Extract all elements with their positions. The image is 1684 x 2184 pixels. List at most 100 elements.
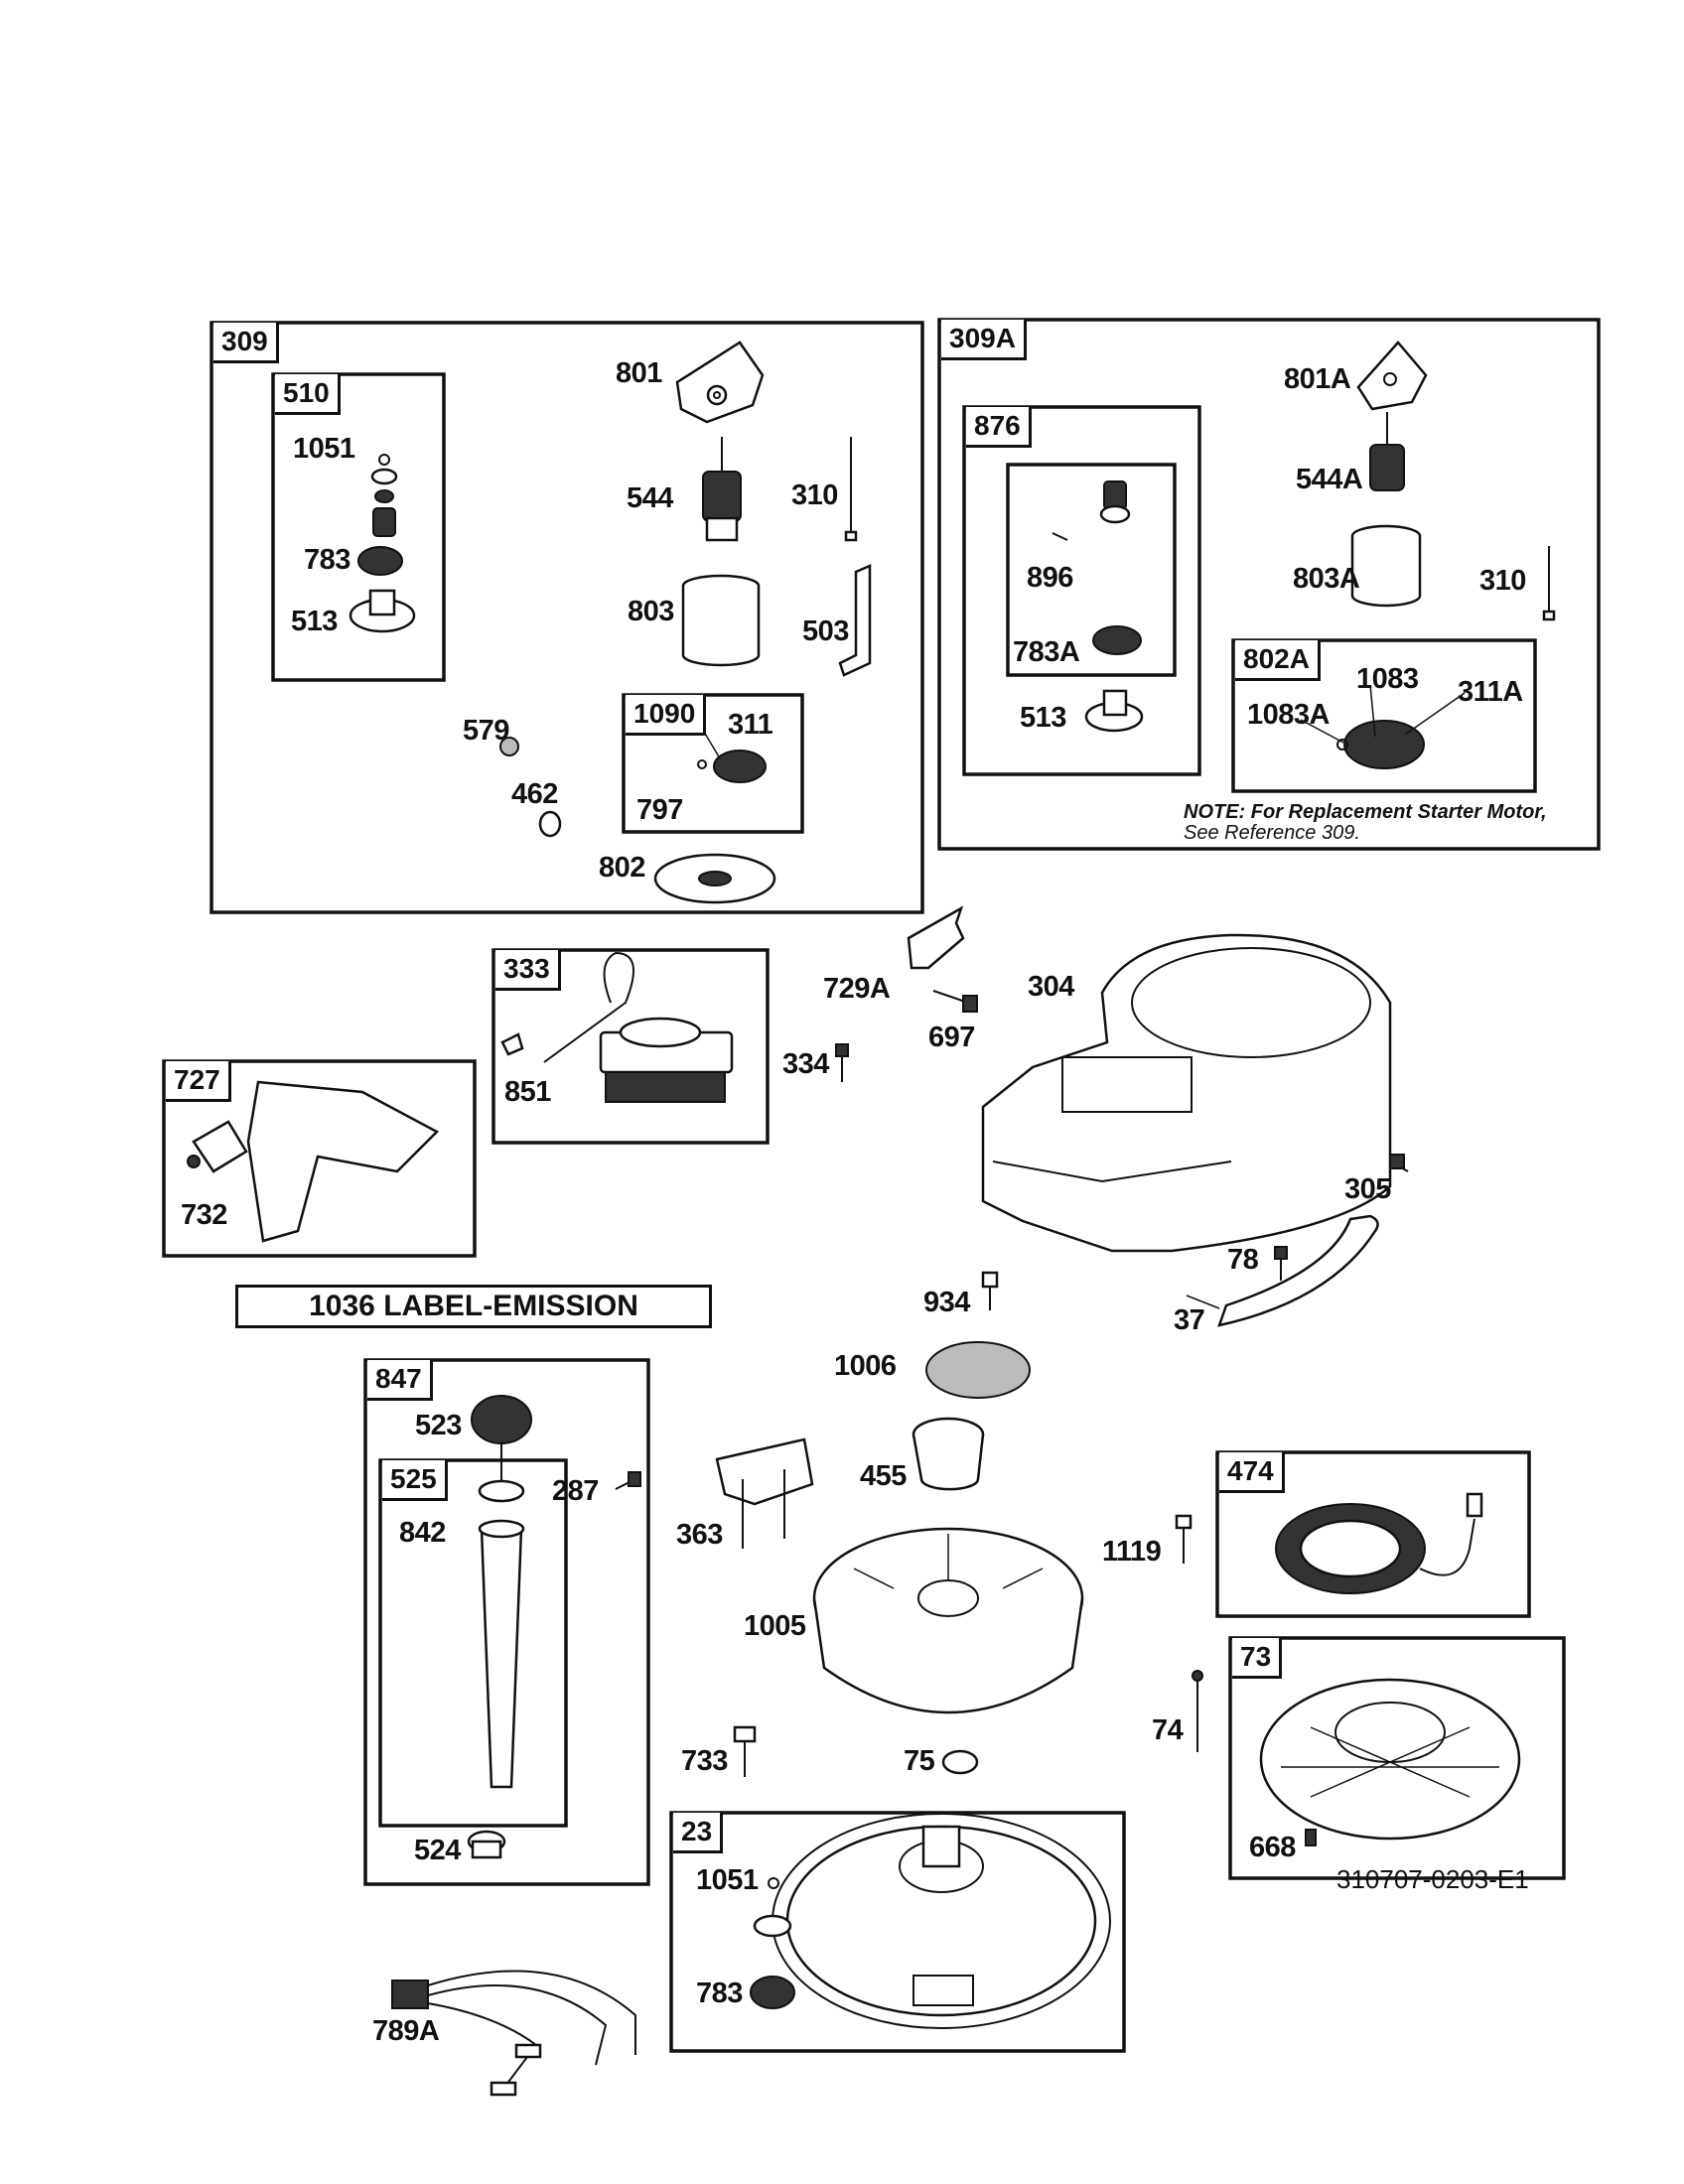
label-334: 334	[782, 1048, 829, 1080]
plate-802-drawing	[653, 853, 776, 904]
cup-455-drawing	[912, 1417, 985, 1491]
note-line-1: NOTE: For Replacement Starter Motor,	[1184, 801, 1547, 823]
label-310: 310	[791, 479, 838, 511]
label-732: 732	[181, 1199, 227, 1231]
tag-309: 309	[213, 323, 279, 363]
tag-309A: 309A	[941, 320, 1027, 360]
label-37: 37	[1174, 1304, 1205, 1336]
label-311: 311	[728, 709, 773, 741]
label-513: 513	[291, 606, 338, 637]
drive-876-drawing	[1052, 480, 1144, 733]
frame-1090	[622, 693, 804, 834]
label-524: 524	[414, 1835, 461, 1866]
label-1051: 1051	[293, 433, 355, 465]
tag-474: 474	[1219, 1452, 1285, 1493]
ring-1006-drawing	[925, 1341, 1031, 1399]
label-1006: 1006	[834, 1350, 897, 1382]
frame-309	[210, 321, 924, 914]
label-544: 544	[627, 482, 673, 514]
bolt-310-drawing	[844, 437, 858, 542]
tag-510: 510	[275, 374, 341, 415]
brush-802A-drawing	[1336, 720, 1425, 769]
label-579: 579	[463, 715, 509, 747]
label-783A: 783A	[1013, 636, 1080, 668]
frame-73	[1228, 1636, 1566, 1880]
label-783: 783	[304, 544, 351, 576]
tag-1090: 1090	[626, 695, 707, 736]
label-78: 78	[1227, 1244, 1259, 1276]
label-311A: 311A	[1458, 676, 1523, 708]
grommet-524-drawing	[467, 1830, 506, 1859]
screw-668-drawing	[1305, 1829, 1317, 1846]
tag-333: 333	[495, 950, 561, 991]
armature-544A-drawing	[1369, 412, 1405, 491]
emission-label-banner: 1036 LABEL-EMISSION	[235, 1285, 712, 1328]
label-783b: 783	[696, 1978, 743, 2009]
screw-1119-drawing	[1175, 1514, 1193, 1564]
label-75: 75	[904, 1745, 935, 1777]
frame-525	[378, 1458, 568, 1828]
frame-802A	[1231, 638, 1537, 793]
screen-73-drawing	[1259, 1678, 1521, 1841]
frame-876	[962, 405, 1201, 776]
tag-802A: 802A	[1235, 640, 1321, 681]
label-363: 363	[676, 1519, 723, 1551]
screw-934-drawing	[981, 1271, 999, 1310]
nut-579-drawing	[499, 737, 519, 756]
screw-334-drawing	[835, 1043, 849, 1082]
label-802: 802	[599, 852, 645, 884]
label-797: 797	[636, 794, 683, 826]
bracket-801-drawing	[675, 341, 765, 424]
label-1119: 1119	[1102, 1536, 1162, 1568]
alternator-474-drawing	[1275, 1492, 1483, 1594]
frame-727	[162, 1059, 477, 1258]
tag-525: 525	[382, 1460, 448, 1501]
washer-462-drawing	[538, 810, 562, 838]
tag-23: 23	[673, 1813, 724, 1853]
label-934: 934	[923, 1287, 970, 1318]
label-513b: 513	[1020, 702, 1066, 734]
label-1083: 1083	[1356, 663, 1419, 695]
guard-37-drawing	[1217, 1214, 1379, 1327]
armature-333-drawing	[500, 951, 734, 1103]
frame-23	[669, 1811, 1126, 2053]
frame-876-inner	[1006, 463, 1177, 677]
label-697: 697	[928, 1022, 975, 1053]
replacement-note: NOTE: For Replacement Starter Motor, See…	[1184, 802, 1547, 844]
flywheel-23-drawing	[772, 1813, 1111, 2029]
drive-510-drawing	[349, 454, 416, 633]
frame-309A	[937, 318, 1601, 851]
label-455: 455	[860, 1460, 907, 1492]
label-842: 842	[399, 1517, 446, 1549]
label-896: 896	[1027, 562, 1073, 594]
housing-803A-drawing	[1350, 524, 1422, 608]
tag-876: 876	[966, 407, 1032, 448]
label-523: 523	[415, 1410, 462, 1441]
label-733: 733	[681, 1745, 728, 1777]
label-1083A: 1083A	[1247, 699, 1330, 731]
blower-housing-304-drawing	[981, 933, 1392, 1253]
label-1005: 1005	[744, 1610, 806, 1642]
tag-847: 847	[367, 1360, 433, 1401]
frame-847	[363, 1358, 650, 1886]
housing-803-drawing	[681, 574, 761, 667]
label-462: 462	[511, 778, 558, 810]
screw-74-drawing	[1192, 1670, 1203, 1752]
bracket-729A-drawing	[907, 905, 965, 970]
label-503: 503	[802, 615, 849, 647]
label-544A: 544A	[1296, 464, 1363, 495]
screw-733-drawing	[733, 1725, 757, 1777]
label-851: 851	[504, 1076, 551, 1108]
label-305: 305	[1344, 1173, 1391, 1205]
bolt-310b-drawing	[1542, 546, 1556, 621]
screw-287-drawing	[615, 1471, 641, 1490]
document-number: 310707-0203-E1	[1336, 1864, 1529, 1894]
bracket-363-drawing	[715, 1437, 814, 1549]
frame-510	[271, 372, 446, 682]
label-729A: 729A	[823, 973, 891, 1005]
label-801A: 801A	[1284, 363, 1351, 395]
note-line-2: See Reference 309.	[1184, 822, 1360, 844]
fan-1005-drawing	[812, 1527, 1084, 1714]
tag-727: 727	[166, 1061, 231, 1102]
